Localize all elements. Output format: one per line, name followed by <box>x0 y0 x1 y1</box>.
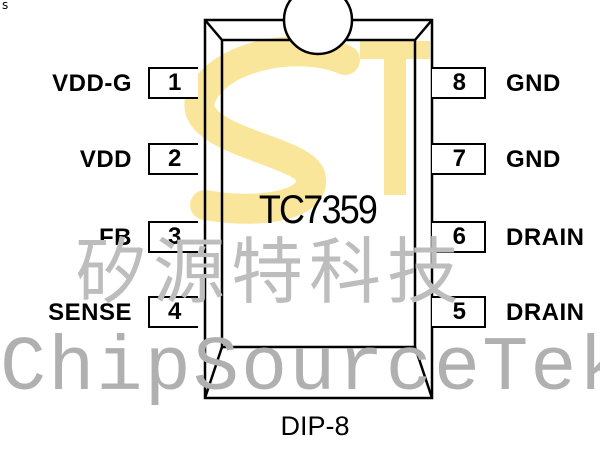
corner-mark: s <box>2 0 9 12</box>
pin-7-box: 7 <box>432 143 486 175</box>
pin-8-label: GND <box>506 70 561 97</box>
watermark-chinese: 矽源特科技 <box>75 230 466 314</box>
pin-5-label: DRAIN <box>506 299 585 326</box>
watermark-english: ChipSourceTek <box>0 326 600 413</box>
pin-3-box: 3 <box>148 221 198 253</box>
pin-1-box: 1 <box>148 67 198 99</box>
pin-4-box: 4 <box>148 296 198 328</box>
pin-3-label: FB <box>99 224 132 251</box>
chip-name: TC7359 <box>258 188 378 232</box>
pin-6-label: DRAIN <box>506 224 585 251</box>
pin-5-box: 5 <box>432 296 486 328</box>
package-label: DIP-8 <box>280 411 350 441</box>
pin-2-box: 2 <box>148 143 198 175</box>
pin-6-box: 6 <box>432 221 486 253</box>
pin-2-label: VDD <box>79 146 132 173</box>
pin-1-label: VDD-G <box>52 70 132 97</box>
pin-4-label: SENSE <box>48 299 132 326</box>
pin-7-label: GND <box>506 146 561 173</box>
pin-8-box: 8 <box>432 67 486 99</box>
